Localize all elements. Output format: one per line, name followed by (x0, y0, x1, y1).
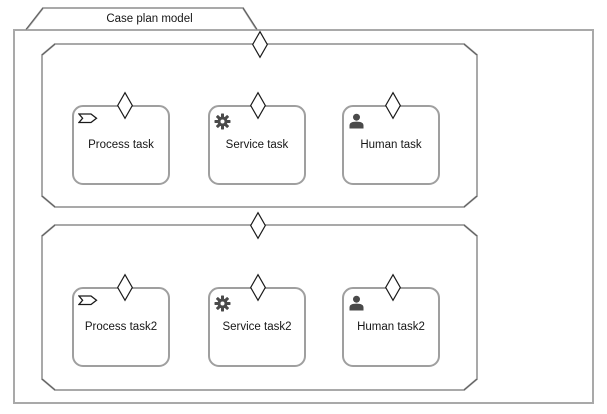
entry-criterion-sentry-human-2[interactable] (385, 273, 401, 302)
task-process-1[interactable]: Process task (72, 105, 170, 185)
person-icon (349, 295, 364, 311)
task-service-2[interactable]: Service task2 (208, 287, 306, 367)
task-label: Service task (225, 139, 289, 151)
process-chevron-icon (78, 113, 98, 124)
entry-criterion-sentry-service-1[interactable] (250, 91, 266, 120)
gear-icon (214, 113, 231, 130)
entry-criterion-sentry-service-2[interactable] (250, 273, 266, 302)
task-process-2[interactable]: Process task2 (72, 287, 170, 367)
person-icon (349, 113, 364, 129)
task-service-1[interactable]: Service task (208, 105, 306, 185)
entry-criterion-sentry-stage-2[interactable] (250, 211, 266, 240)
task-human-1[interactable]: Human task (342, 105, 440, 185)
task-human-2[interactable]: Human task2 (342, 287, 440, 367)
task-label: Human task2 (357, 321, 425, 333)
entry-criterion-sentry-human-1[interactable] (385, 91, 401, 120)
task-label: Process task (88, 139, 154, 151)
entry-criterion-sentry-process-1[interactable] (117, 91, 133, 120)
corner-accent-lines (25, 7, 478, 391)
case-plan-title: Case plan model (106, 13, 193, 25)
task-label: Human task (360, 139, 422, 151)
process-chevron-icon (78, 295, 98, 306)
gear-icon (214, 295, 231, 312)
entry-criterion-sentry-process-2[interactable] (117, 273, 133, 302)
entry-criterion-sentry-stage-1[interactable] (252, 30, 268, 59)
task-label: Service task2 (222, 321, 292, 333)
task-label: Process task2 (84, 321, 158, 333)
